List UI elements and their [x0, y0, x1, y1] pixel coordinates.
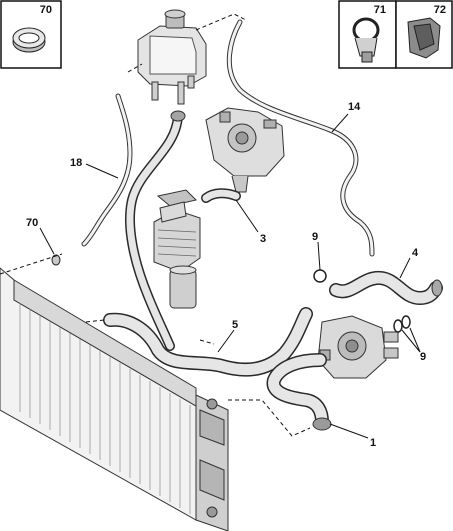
dashed-connector: [195, 13, 247, 31]
oil-cooler-assembly: [153, 189, 201, 309]
hose-4: [329, 271, 443, 305]
callout-label-4: 4: [412, 247, 419, 259]
sensor-clip-icon: [407, 17, 441, 59]
pipe-14: [226, 19, 375, 257]
callout-label-70: 70: [26, 217, 38, 229]
callout-label-9-lower: 9: [420, 351, 426, 363]
callout-label-9-upper: 9: [312, 231, 318, 243]
legend-box-70: 70: [0, 0, 62, 69]
o-ring: [401, 315, 411, 329]
legend-label-71: 71: [374, 4, 386, 16]
water-outlet-housing: [317, 315, 399, 379]
expansion-tank: [137, 9, 207, 105]
dashed-connector: [199, 339, 215, 345]
callout-3: 3: [235, 199, 266, 245]
bracket-clip-icon: [352, 17, 380, 63]
hose-1: [266, 353, 332, 431]
thermostat-housing: [205, 107, 285, 193]
callout-label-1: 1: [370, 437, 376, 449]
clamp-icon: [12, 27, 46, 53]
callout-9-upper: 9: [312, 231, 321, 271]
callout-label-3: 3: [260, 233, 266, 245]
legend-box-72: 72: [395, 0, 453, 69]
callout-14: 14: [331, 101, 361, 133]
callout-label-5: 5: [232, 319, 238, 331]
o-ring: [313, 269, 327, 283]
legend-label-70: 70: [40, 4, 52, 16]
dashed-connector: [127, 63, 143, 73]
hose-5: [103, 307, 313, 377]
callout-label-14: 14: [348, 101, 361, 113]
radiator: [0, 267, 229, 531]
callout-5: 5: [217, 319, 238, 353]
legend-box-71: 71: [338, 0, 397, 69]
callout-18: 18: [70, 157, 119, 179]
callout-1: 1: [329, 423, 376, 449]
clamp: [51, 254, 61, 266]
supply-hose: [125, 110, 186, 351]
legend-label-72: 72: [434, 4, 446, 16]
callout-70: 70: [26, 217, 55, 255]
callout-4: 4: [399, 247, 419, 279]
pipe-18: [81, 93, 133, 247]
dashed-connector: [85, 319, 105, 323]
dashed-connector: [228, 399, 311, 437]
o-ring: [393, 319, 403, 333]
callout-label-18: 18: [70, 157, 82, 169]
hose-3: [201, 188, 241, 203]
dashed-connector: [0, 253, 63, 275]
callout-9-lower: 9: [401, 327, 426, 363]
